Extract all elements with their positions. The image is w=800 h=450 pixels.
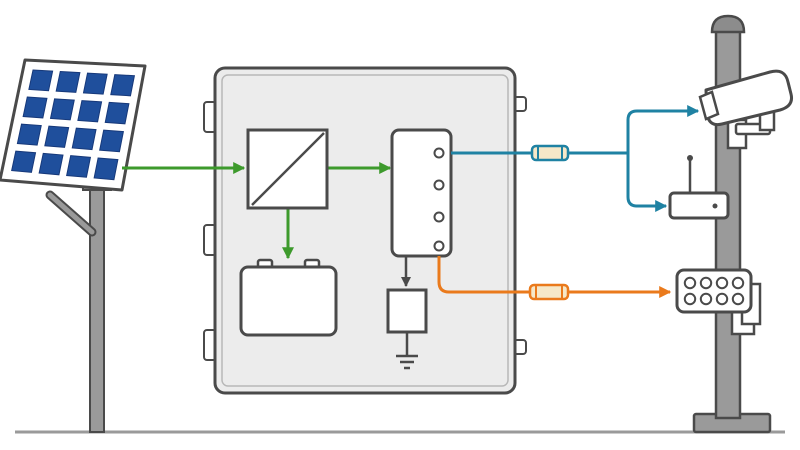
solar-cell — [16, 123, 42, 146]
solar-cell — [11, 150, 37, 173]
solar-cell — [77, 100, 103, 123]
solar-cell — [38, 152, 64, 176]
dc-converter-icon — [246, 128, 329, 210]
led-icon — [731, 292, 745, 306]
solar-cell — [44, 125, 70, 148]
solar-cell — [82, 72, 108, 95]
solar-cell — [66, 155, 92, 178]
modem-body — [668, 191, 730, 220]
solar-cell — [71, 127, 97, 151]
led-icon — [715, 276, 729, 290]
led-icon — [731, 276, 745, 290]
enclosure-icon — [203, 66, 527, 395]
cctv-camera-icon — [698, 69, 793, 150]
fuse-icon — [530, 144, 570, 162]
led-icon — [683, 276, 697, 290]
ground-icon — [396, 332, 418, 370]
solar-panel-icon — [0, 58, 147, 433]
surge-protector-icon — [386, 288, 428, 334]
led-array — [683, 276, 745, 306]
solar-cells — [11, 69, 136, 181]
led-icon — [683, 292, 697, 306]
enclosure-box — [213, 66, 517, 395]
solar-cell — [110, 74, 136, 97]
antenna-router-icon — [668, 155, 730, 220]
led-icon — [699, 292, 713, 306]
arrow-to-ir-illuminator — [437, 256, 672, 298]
pole-cap — [710, 14, 746, 34]
terminal-block-icon — [390, 128, 453, 258]
solar-cell — [49, 98, 75, 121]
led-icon — [715, 292, 729, 306]
solar-cell — [93, 157, 119, 181]
solar-cell — [28, 69, 54, 92]
arrow-to-camera — [626, 105, 700, 153]
solar-cell — [55, 71, 81, 93]
illuminator-body — [675, 268, 753, 314]
led-icon — [699, 276, 713, 290]
solar-cell — [22, 96, 48, 119]
fuse-icon — [528, 283, 570, 301]
distribution-block-box — [390, 128, 453, 258]
solar-cell — [104, 101, 130, 125]
solar-panel-frame — [0, 58, 147, 192]
camera-body — [704, 69, 793, 127]
solar-cell — [99, 129, 124, 153]
led-light-icon — [675, 268, 762, 336]
panel-support-pole — [89, 184, 105, 433]
battery-icon — [239, 258, 338, 337]
surge-protector-box — [386, 288, 428, 334]
battery-body — [239, 265, 338, 337]
arrow-to-modem — [626, 153, 668, 212]
